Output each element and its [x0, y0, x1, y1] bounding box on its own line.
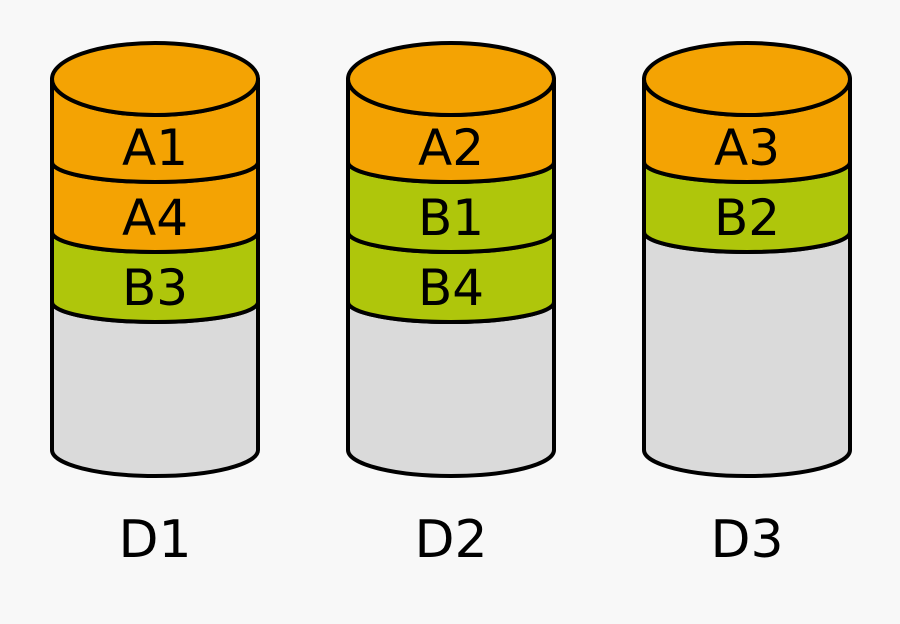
segment-label-b1: B1 [418, 189, 484, 247]
disk-label-d2: D2 [414, 510, 487, 570]
disk-top-ellipse-d2 [346, 41, 556, 117]
free-space-band-d3 [642, 230, 852, 478]
segment-label-b3: B3 [122, 259, 188, 317]
segment-label-a2: A2 [418, 119, 484, 177]
disk-top-ellipse-d3 [642, 41, 852, 117]
segment-label-b2: B2 [714, 189, 780, 247]
segment-label-b4: B4 [418, 259, 484, 317]
disk-label-d3: D3 [710, 510, 783, 570]
free-space-band-d2 [346, 300, 556, 478]
disk-label-d1: D1 [118, 510, 191, 570]
disk-top-ellipse-d1 [50, 41, 260, 117]
segment-label-a3: A3 [714, 119, 780, 177]
segment-label-a4: A4 [122, 189, 188, 247]
segment-label-a1: A1 [122, 119, 188, 177]
free-space-band-d1 [50, 300, 260, 478]
